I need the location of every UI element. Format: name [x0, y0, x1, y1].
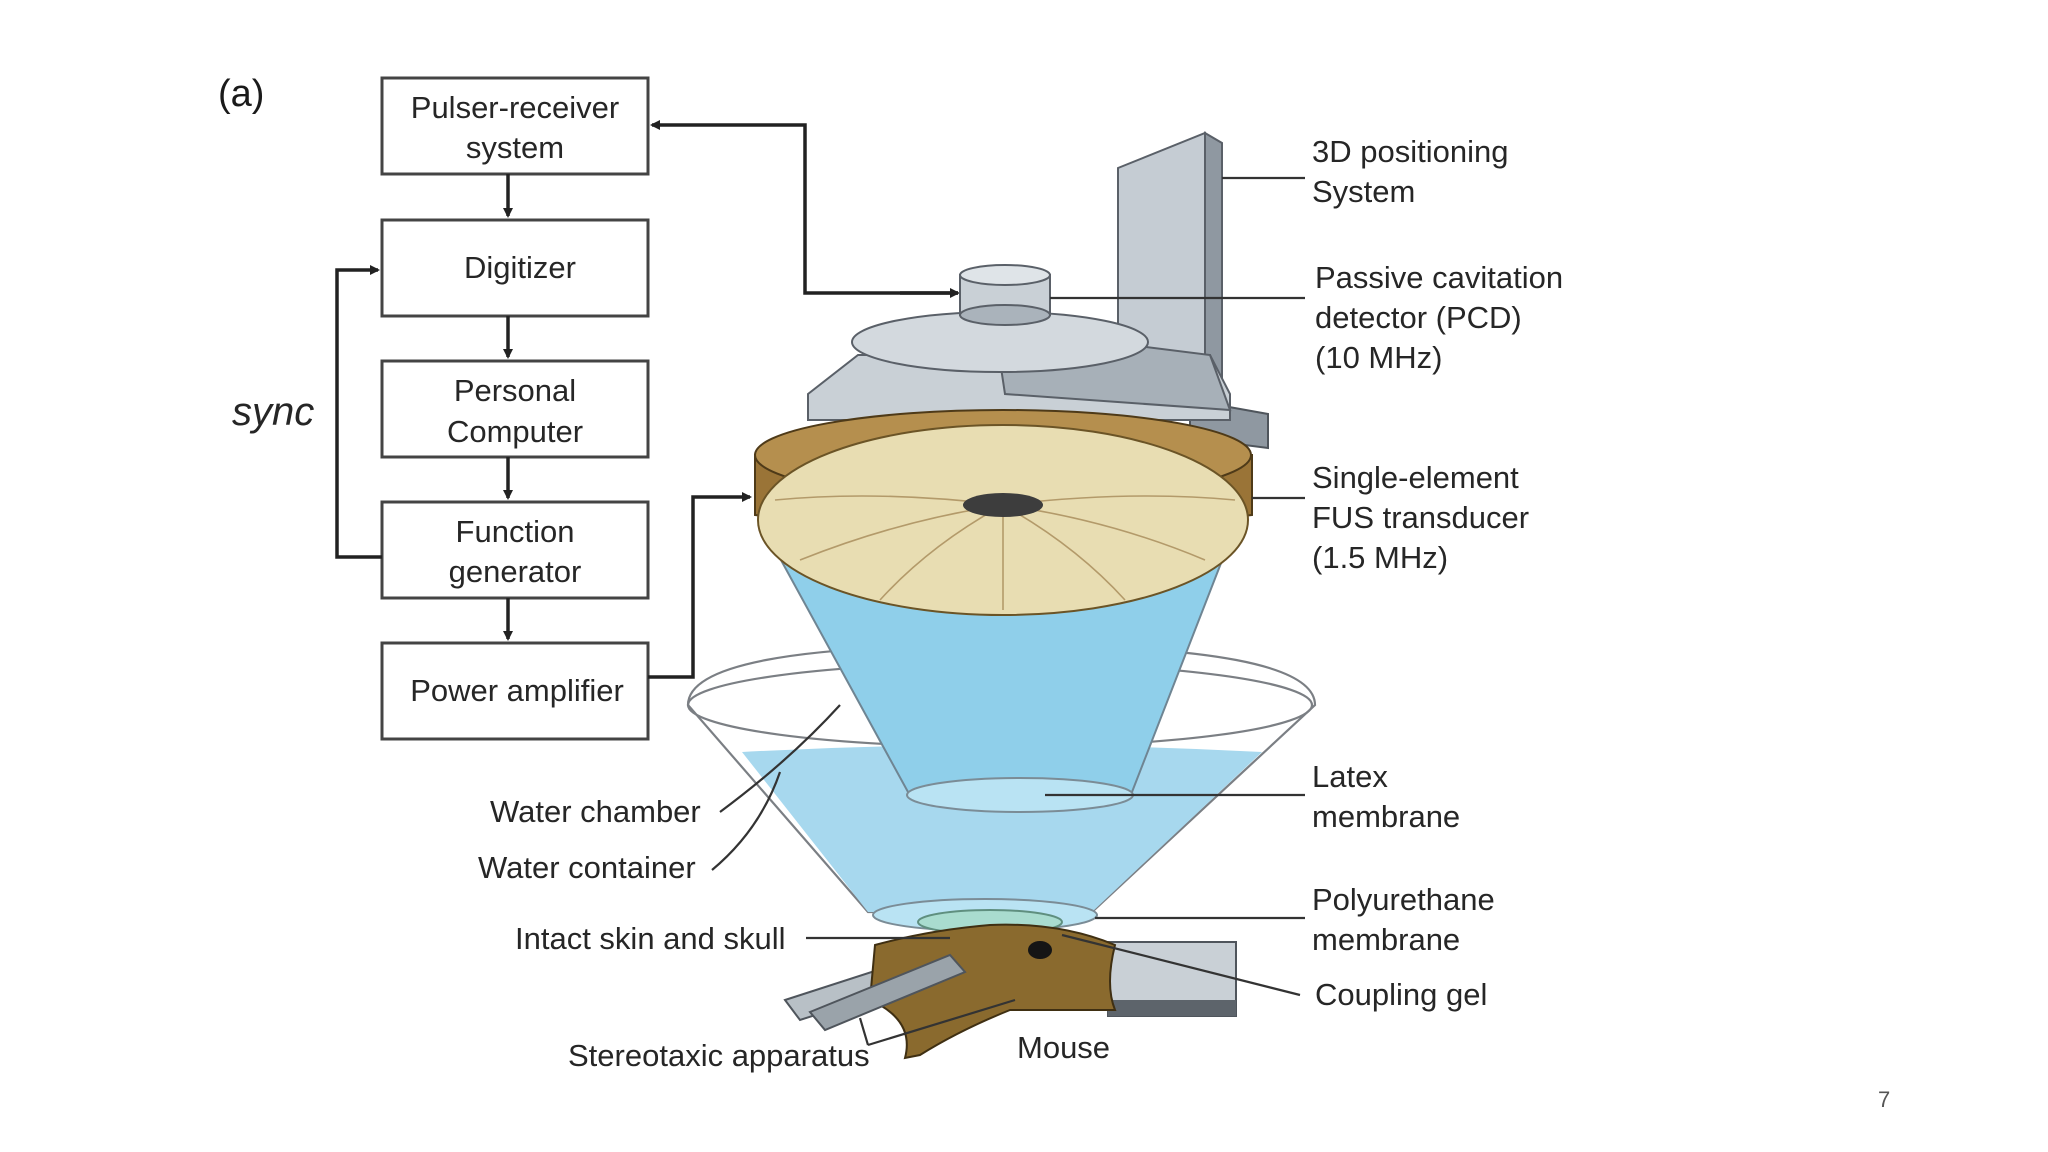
svg-text:Single-element: Single-element: [1312, 460, 1519, 495]
panel-label: (a): [218, 73, 264, 115]
label-polyurethane-membrane: Polyurethane membrane: [1312, 882, 1495, 957]
block-digitizer: Digitizer: [380, 218, 650, 318]
label-skin-skull: Intact skin and skull: [515, 921, 786, 956]
svg-text:Polyurethane: Polyurethane: [1312, 882, 1495, 917]
block-personal-computer: Personal Computer: [380, 359, 650, 459]
label-pcd: Passive cavitation detector (PCD) (10 MH…: [1315, 260, 1563, 375]
label-positioning-system: 3D positioning System: [1312, 134, 1508, 209]
svg-text:(1.5 MHz): (1.5 MHz): [1312, 540, 1448, 575]
svg-text:Power amplifier: Power amplifier: [410, 673, 624, 708]
svg-text:membrane: membrane: [1312, 922, 1460, 957]
label-stereotaxic: Stereotaxic apparatus: [568, 1038, 870, 1073]
transducer-housing: [807, 311, 1232, 421]
block-pulser-receiver: Pulser-receiver system: [380, 76, 650, 176]
pcd-aperture: [963, 493, 1043, 517]
label-transducer: Single-element FUS transducer (1.5 MHz): [1312, 460, 1529, 575]
label-water-container: Water container: [478, 850, 696, 885]
svg-text:System: System: [1312, 174, 1415, 209]
label-mouse: Mouse: [1017, 1030, 1110, 1065]
svg-text:Pulser-receiver: Pulser-receiver: [411, 90, 619, 125]
label-coupling-gel: Coupling gel: [1315, 977, 1487, 1012]
pcd-detector: [959, 264, 1051, 326]
svg-text:Personal: Personal: [454, 373, 576, 408]
amplifier-drive-wire: [648, 492, 752, 679]
pcd-signal-wire: [650, 120, 960, 298]
svg-text:detector (PCD): detector (PCD): [1315, 300, 1522, 335]
svg-text:Computer: Computer: [447, 414, 583, 449]
svg-text:Latex: Latex: [1312, 759, 1388, 794]
svg-text:Digitizer: Digitizer: [464, 250, 576, 285]
page-number: 7: [1878, 1087, 1890, 1112]
mouse-eye: [1028, 941, 1052, 959]
sync-label: sync: [232, 390, 314, 434]
svg-text:system: system: [466, 130, 564, 165]
block-function-generator: Function generator: [380, 500, 650, 600]
svg-text:membrane: membrane: [1312, 799, 1460, 834]
svg-text:FUS transducer: FUS transducer: [1312, 500, 1529, 535]
leader-lines: [711, 176, 1305, 1047]
label-water-chamber: Water chamber: [490, 794, 701, 829]
sync-loop: [335, 265, 382, 559]
label-latex-membrane: Latex membrane: [1312, 759, 1460, 834]
svg-text:Passive cavitation: Passive cavitation: [1315, 260, 1563, 295]
svg-text:generator: generator: [449, 554, 582, 589]
svg-text:Function: Function: [456, 514, 575, 549]
fus-transducer: [754, 409, 1253, 616]
svg-text:3D positioning: 3D positioning: [1312, 134, 1508, 169]
svg-text:(10 MHz): (10 MHz): [1315, 340, 1442, 375]
block-power-amplifier: Power amplifier: [380, 641, 650, 741]
